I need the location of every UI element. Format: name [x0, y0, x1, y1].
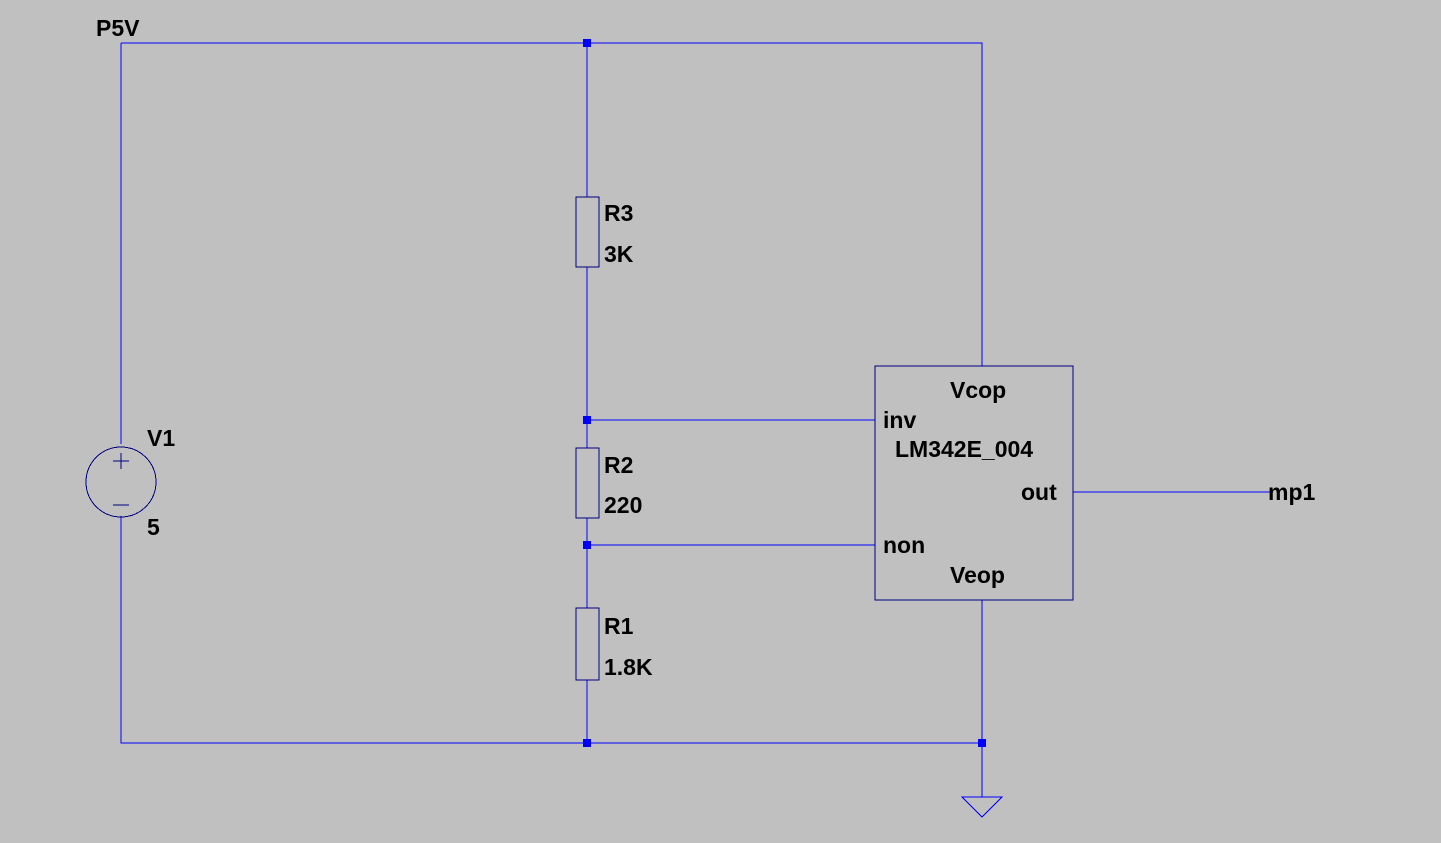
resistor-r2-name: R2	[604, 452, 633, 478]
ic-pin-vee-label: Veop	[950, 562, 1005, 588]
resistor-r1[interactable]	[575, 607, 600, 681]
resistor-r3[interactable]	[575, 196, 600, 268]
ground-symbol-icon	[960, 796, 1004, 818]
ic-pin-vcc-label: Vcop	[950, 377, 1006, 403]
wires	[120, 42, 1270, 797]
ic-pin-out-label: out	[1021, 479, 1057, 505]
junction-dot	[583, 416, 591, 424]
junction-dot	[583, 739, 591, 747]
resistor-r1-name: R1	[604, 613, 634, 639]
junctions	[583, 39, 986, 747]
junction-dot	[583, 39, 591, 47]
ic-lm342e[interactable]	[874, 365, 1074, 601]
resistor-r3-name: R3	[604, 200, 633, 226]
wire-source-bottom[interactable]	[120, 516, 982, 744]
junction-dot	[583, 541, 591, 549]
source-name: V1	[147, 425, 175, 451]
junction-dot	[978, 739, 986, 747]
voltage-source-v1[interactable]	[85, 446, 157, 518]
resistor-r3-value: 3K	[604, 241, 634, 267]
net-label-mp1: mp1	[1268, 479, 1316, 505]
source-value: 5	[147, 514, 160, 540]
plus-sign-icon	[113, 453, 129, 469]
voltage-source-icon	[85, 446, 157, 518]
resistor-r2[interactable]	[575, 447, 600, 519]
resistor-r1-value: 1.8K	[604, 654, 653, 680]
ic-pin-inv-label: inv	[883, 407, 916, 433]
wire-supply-top[interactable]	[121, 42, 983, 366]
net-label-p5v: P5V	[96, 15, 140, 41]
resistor-r2-value: 220	[604, 492, 642, 518]
ic-part-name: LM342E_004	[895, 436, 1033, 462]
ic-pin-non-label: non	[883, 532, 925, 558]
